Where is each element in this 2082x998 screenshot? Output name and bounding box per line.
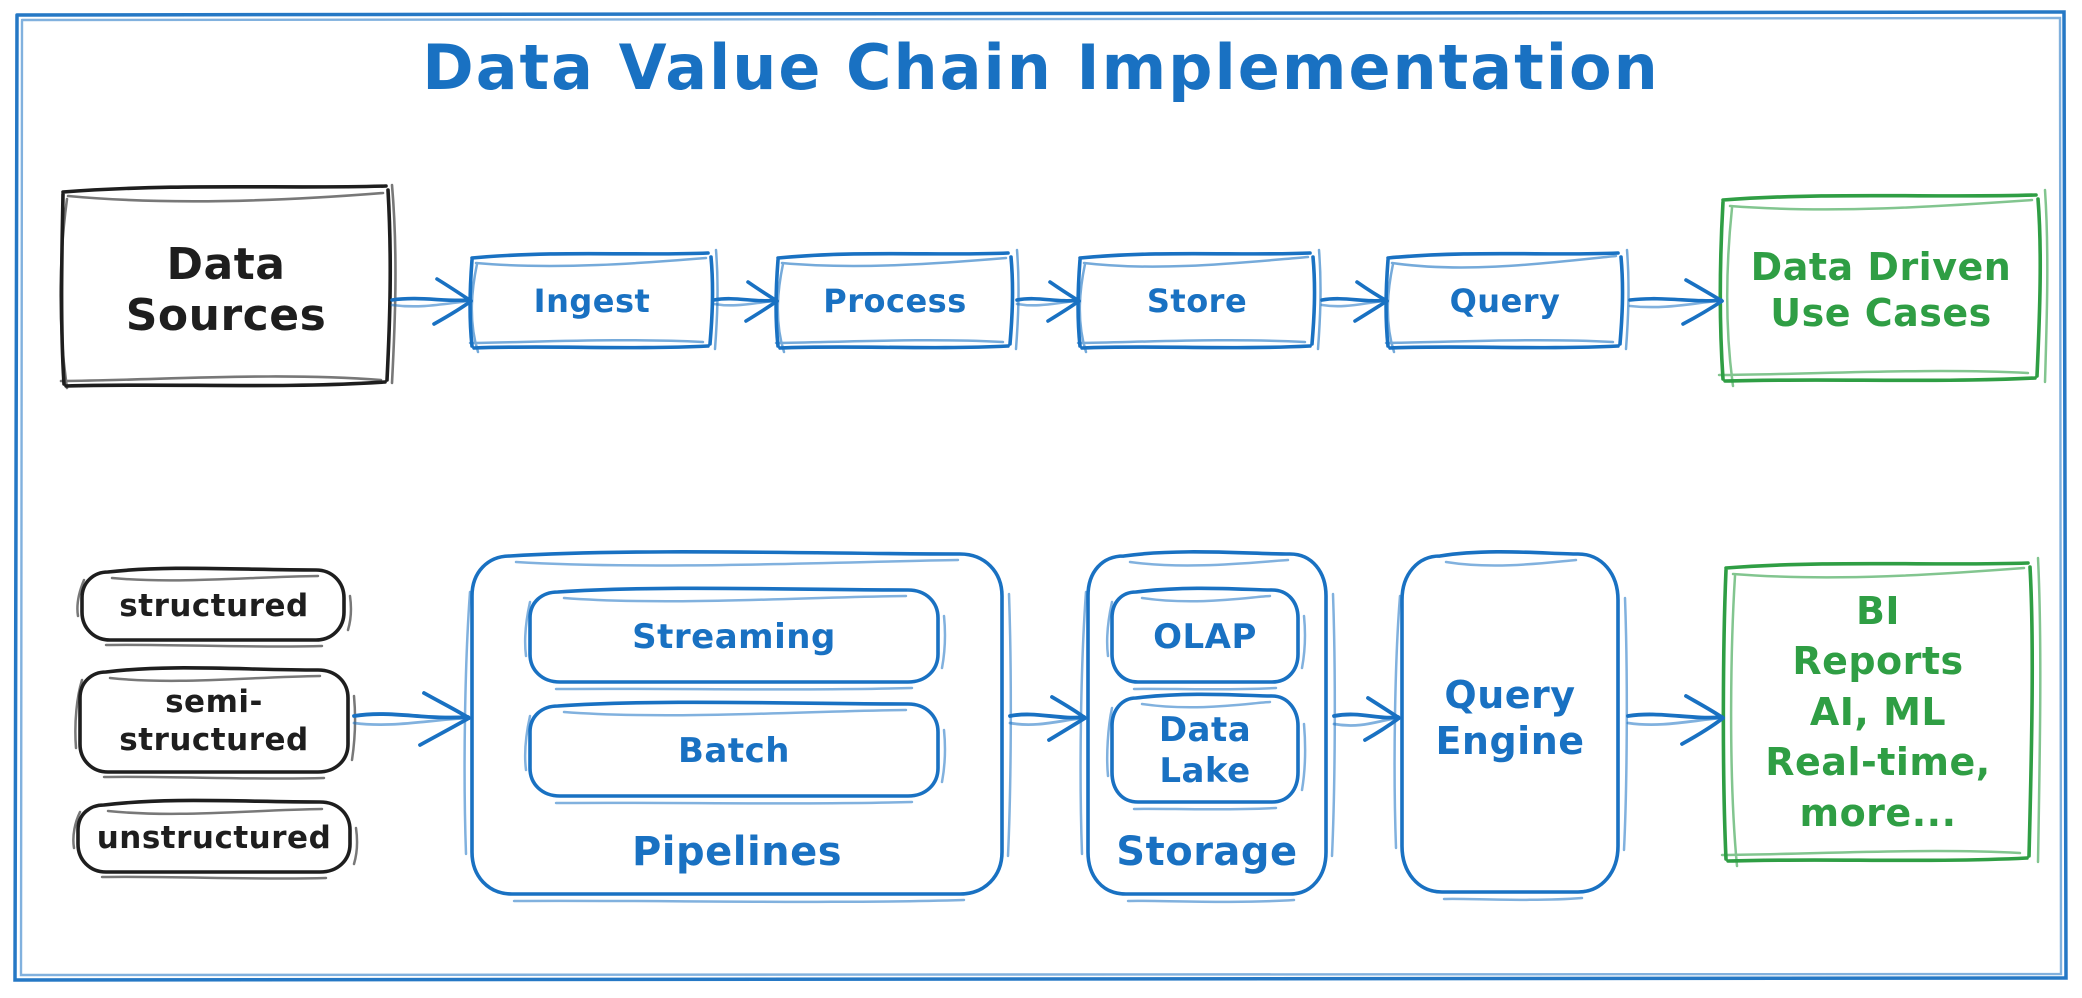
top-store-shape xyxy=(1076,248,1322,354)
top-query-shape xyxy=(1384,248,1630,354)
bottom-structured-shape xyxy=(76,566,353,648)
arrow-sources-to-pipelines xyxy=(352,691,471,747)
bottom-unstructured-shape xyxy=(72,798,359,880)
arrow-query-to-use-cases xyxy=(1628,278,1724,326)
top-ingest-shape xyxy=(468,248,719,354)
arrow-query-engine-to-outputs xyxy=(1626,694,1725,746)
bottom-query-engine-shape xyxy=(1393,550,1629,902)
arrow-storage-to-query-engine xyxy=(1332,696,1401,742)
arrow-store-to-query xyxy=(1320,280,1389,323)
top-data-sources-shape xyxy=(59,183,397,390)
bottom-streaming-shape xyxy=(523,586,947,691)
bottom-olap-shape xyxy=(1105,586,1307,691)
top-process-shape xyxy=(774,248,1020,354)
bottom-pipelines-shape xyxy=(463,550,1013,904)
bottom-semi-structured-shape xyxy=(74,666,357,780)
bottom-batch-shape xyxy=(523,700,947,805)
arrow-pipelines-to-storage xyxy=(1008,695,1087,742)
arrow-ingest-to-process xyxy=(712,280,779,323)
bottom-outputs-shape xyxy=(1720,556,2042,868)
top-use-cases-shape xyxy=(1717,188,2049,388)
arrow-sources-to-ingest xyxy=(390,277,473,326)
arrow-process-to-store xyxy=(1015,280,1081,323)
outer-frame xyxy=(13,10,2068,982)
bottom-data-lake-shape xyxy=(1105,692,1307,811)
bottom-storage-shape xyxy=(1079,550,1337,904)
